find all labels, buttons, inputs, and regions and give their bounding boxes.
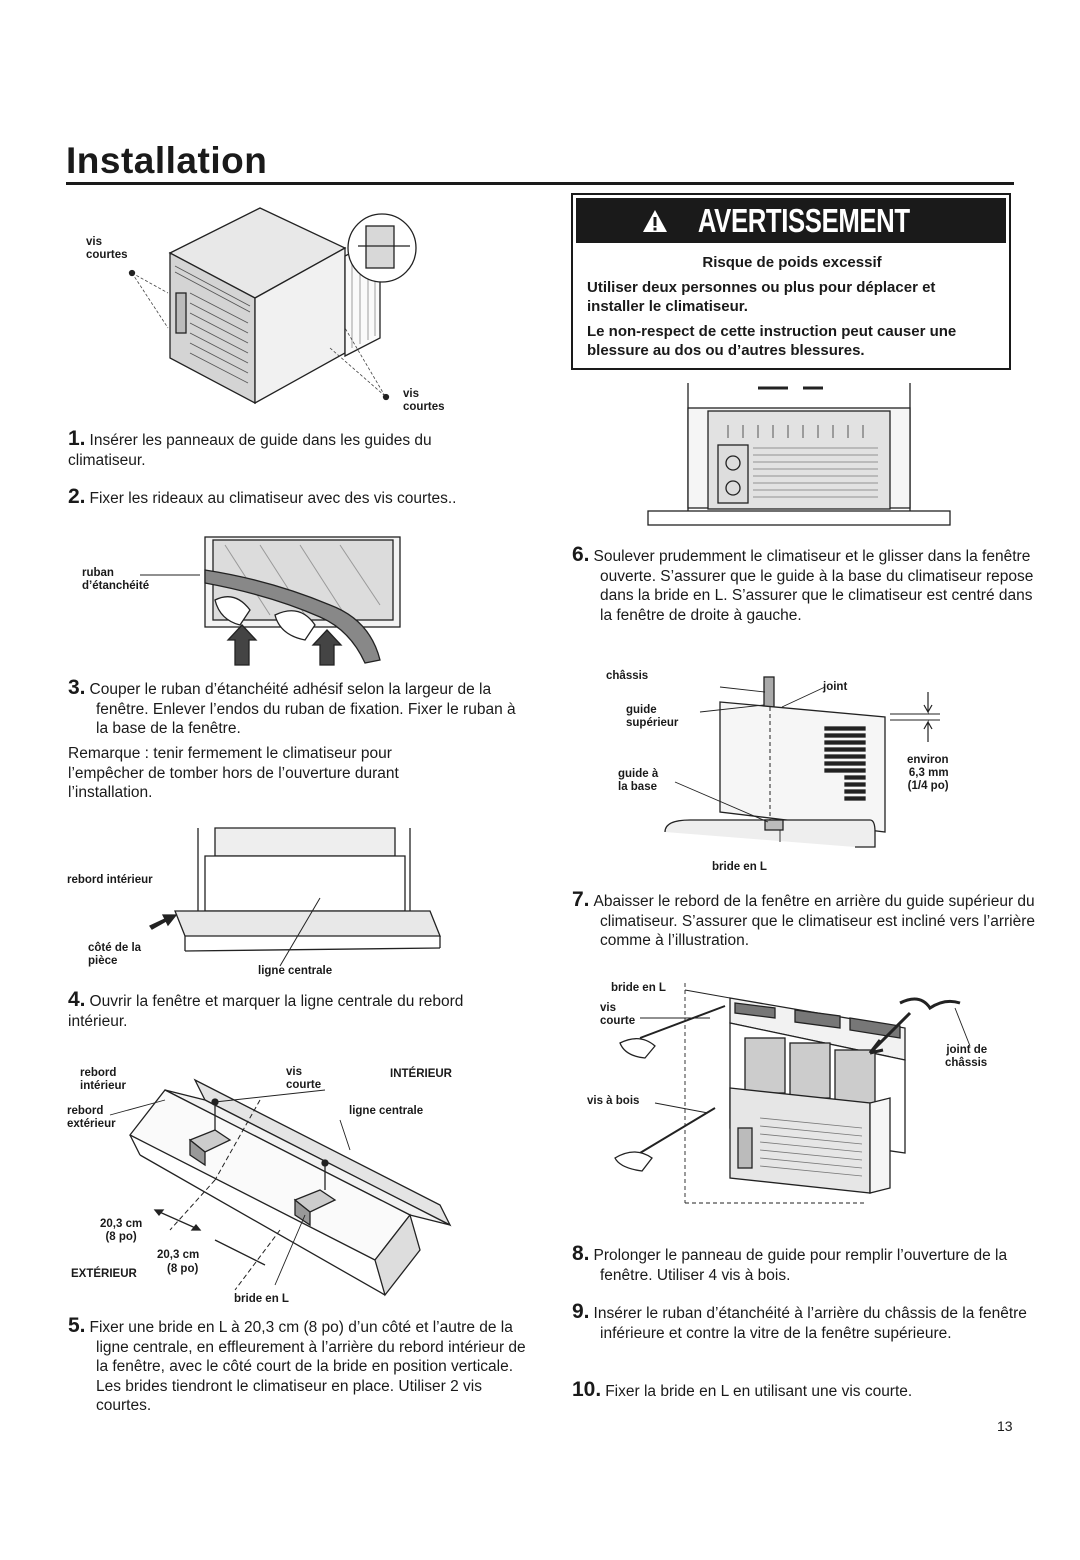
label-bride-en-l: bride en L bbox=[234, 1293, 289, 1305]
step-6: 6.Soulever prudemment le climatiseur et … bbox=[572, 543, 1034, 624]
step-10: 10.Fixer la bride en L en utilisant une … bbox=[572, 1378, 913, 1401]
label-exterieur: EXTÉRIEUR bbox=[71, 1268, 137, 1280]
warning-line: Utiliser deux personnes ou plus pour dép… bbox=[587, 279, 936, 315]
label-environ: environ 6,3 mm (1/4 po) bbox=[907, 754, 949, 792]
figure-ac-in-window bbox=[647, 383, 951, 526]
step-4: 4.Ouvrir la fenêtre et marquer la ligne … bbox=[68, 988, 464, 1030]
label-cote-piece: côté de la pièce bbox=[88, 942, 142, 967]
figure-l-brackets bbox=[109, 1078, 452, 1297]
figure-ac-unit-guides bbox=[128, 207, 417, 405]
label-vis-courte: vis courte bbox=[600, 1002, 636, 1027]
figure-sealing-tape bbox=[204, 536, 401, 666]
page-title: Installation bbox=[66, 140, 268, 181]
warning-box: AVERTISSEMENT Risque de poids excessif U… bbox=[571, 193, 1011, 370]
step-3: 3.Couper le ruban d’étanchéité adhésif s… bbox=[68, 676, 516, 737]
label-dimension: 20,3 cm bbox=[157, 1249, 200, 1261]
label-guide-base: guide à la base bbox=[618, 768, 659, 793]
page-number: 13 bbox=[997, 1418, 1013, 1434]
step-7: 7.Abaisser le rebord de la fenêtre en ar… bbox=[572, 888, 1036, 949]
step-2: 2.Fixer les rideaux au climatiseur avec … bbox=[68, 485, 457, 508]
label-vis-courte: vis courte bbox=[286, 1066, 322, 1091]
label-rebord-interieur: rebord intérieur bbox=[67, 874, 153, 886]
step-1: 1.Insérer les panneaux de guide dans les… bbox=[68, 427, 432, 469]
label-dimension: (8 po) bbox=[167, 1263, 199, 1275]
step-8: 8.Prolonger le panneau de guide pour rem… bbox=[572, 1242, 1008, 1284]
label-bride-en-l: bride en L bbox=[712, 861, 767, 873]
warning-subtitle: Risque de poids excessif bbox=[702, 254, 882, 271]
warning-triangle-icon bbox=[643, 209, 668, 232]
note-remarque: Remarque : tenir fermement le climatiseu… bbox=[68, 745, 399, 801]
label-ligne-centrale: ligne centrale bbox=[349, 1105, 424, 1117]
label-rebord-exterieur: rebord extérieur bbox=[67, 1105, 116, 1130]
label-guide-superieur: guide supérieur bbox=[626, 704, 679, 729]
label-vis-bois: vis à bois bbox=[587, 1095, 640, 1107]
figure-side-profile bbox=[664, 676, 940, 848]
label-bride-en-l: bride en L bbox=[611, 982, 666, 994]
step-5: 5.Fixer une bride en L à 20,3 cm (8 po) … bbox=[68, 1314, 526, 1414]
label-chassis: châssis bbox=[606, 670, 649, 682]
label-joint: joint bbox=[823, 681, 848, 693]
label-dimension: 20,3 cm (8 po) bbox=[100, 1218, 143, 1243]
warning-line: Le non-respect de cette instruction peut… bbox=[587, 323, 957, 359]
label-ruban: ruban d’étanchéité bbox=[82, 567, 150, 592]
figure-window-sill bbox=[149, 827, 441, 967]
label-vis-courtes: vis courtes bbox=[86, 236, 128, 261]
label-ligne-centrale: ligne centrale bbox=[258, 965, 333, 977]
step-9: 9.Insérer le ruban d’étanchéité à l’arri… bbox=[572, 1300, 1027, 1342]
label-joint-chassis: joint de châssis bbox=[945, 1044, 988, 1069]
label-vis-courtes: vis courtes bbox=[403, 388, 445, 413]
warning-header: AVERTISSEMENT bbox=[576, 198, 1006, 243]
figure-full-installation bbox=[614, 983, 971, 1204]
label-rebord-interieur: rebord intérieur bbox=[80, 1067, 127, 1092]
label-interieur: INTÉRIEUR bbox=[390, 1068, 452, 1080]
leader-line bbox=[140, 574, 200, 576]
title-divider bbox=[66, 182, 1014, 185]
warning-heading: AVERTISSEMENT bbox=[698, 201, 910, 239]
